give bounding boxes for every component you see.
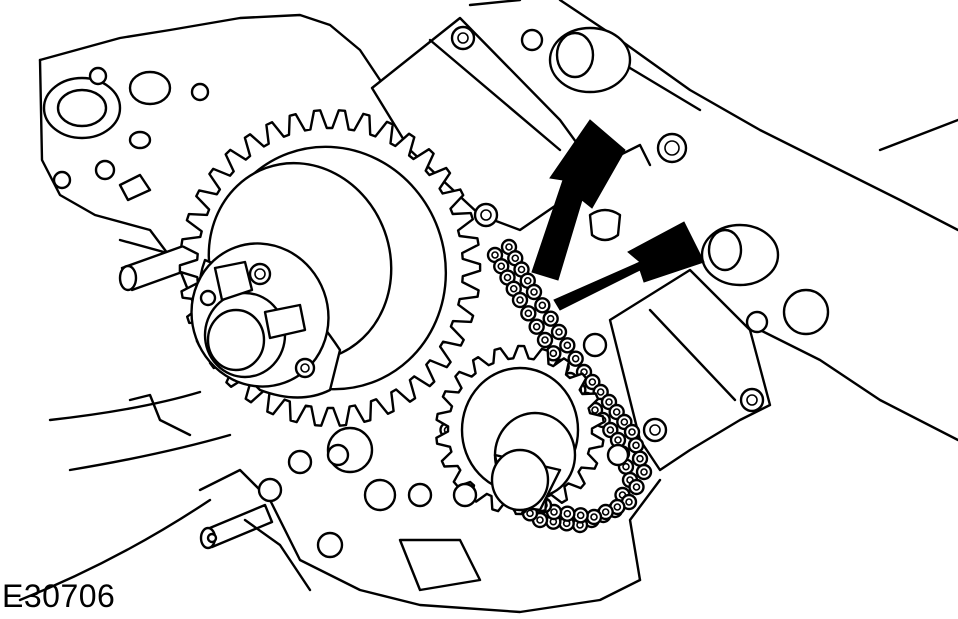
chain-pin <box>606 426 615 434</box>
chain-pin <box>588 378 597 386</box>
camshaft-bearing-cap-lower <box>608 268 772 472</box>
chain-link <box>511 291 529 309</box>
chain-pin <box>640 468 648 476</box>
chain-pin <box>620 418 629 426</box>
chain-pin <box>563 509 572 518</box>
timing-arrows <box>531 119 705 311</box>
chain-pin <box>550 508 558 516</box>
chain-pin <box>538 301 547 310</box>
chain-link <box>631 450 649 467</box>
chain-link <box>567 350 584 367</box>
chain-pin <box>628 428 636 436</box>
chain-pin <box>509 284 518 293</box>
figure-reference-code: E30706 <box>2 578 116 614</box>
chain-link <box>528 318 545 335</box>
chain-pin <box>632 441 640 450</box>
camshaft-sprocket <box>178 109 482 427</box>
chain-pin <box>503 273 512 282</box>
chain-pin <box>517 265 526 274</box>
chain-pin <box>546 314 555 323</box>
chain-link <box>623 423 641 441</box>
chain-pin <box>571 354 580 363</box>
chain-link <box>542 310 559 327</box>
chain-pin <box>563 341 572 350</box>
chain-link <box>520 305 537 322</box>
chain-link <box>525 283 543 301</box>
camshaft-journals <box>520 26 830 336</box>
chain-pin <box>516 296 524 304</box>
crankshaft-sprocket <box>435 344 605 516</box>
chain-pin <box>605 398 613 406</box>
engine-block-outline <box>18 0 958 614</box>
chain-pin <box>625 498 633 506</box>
chain-pin <box>613 503 622 511</box>
chain-link <box>559 505 576 522</box>
casting-holes <box>42 66 210 202</box>
chain-pin <box>555 328 563 336</box>
arrow-icon <box>531 119 626 281</box>
chain-link <box>572 507 589 524</box>
front-cover-bolts <box>243 332 630 592</box>
chain-pin <box>632 483 641 491</box>
chain-link <box>550 323 568 341</box>
chain-link <box>536 331 554 349</box>
chain-pin <box>576 511 585 520</box>
chain-pin <box>612 408 621 416</box>
chain-pin <box>526 509 534 518</box>
chain-pin <box>549 349 558 358</box>
camshaft-bearing-cap-upper <box>370 16 602 232</box>
arrow-icon <box>553 221 705 311</box>
chain-pin <box>601 508 610 516</box>
chain-pin <box>505 243 513 251</box>
dowel-pins <box>118 238 274 550</box>
chain-pin <box>530 288 538 296</box>
chain-pin <box>596 388 605 396</box>
chain-link <box>585 508 603 526</box>
chain-link <box>627 437 645 454</box>
chain-pin <box>614 436 622 444</box>
chain-pin <box>511 254 520 263</box>
chain-pin <box>622 462 630 471</box>
chain-link <box>559 337 576 354</box>
chain-pin <box>524 309 533 318</box>
chain-pin <box>523 276 532 285</box>
chain-link <box>628 478 645 496</box>
chain-pin <box>591 406 599 414</box>
chain-pin <box>636 454 644 463</box>
chain-pin <box>536 516 544 524</box>
chain-pin <box>532 322 541 331</box>
chain-pin <box>541 336 549 344</box>
chain-pin <box>590 513 598 521</box>
chain-link <box>635 463 653 481</box>
chain-pin <box>491 251 499 259</box>
chain-link <box>534 297 551 314</box>
chain-pin <box>497 262 506 271</box>
